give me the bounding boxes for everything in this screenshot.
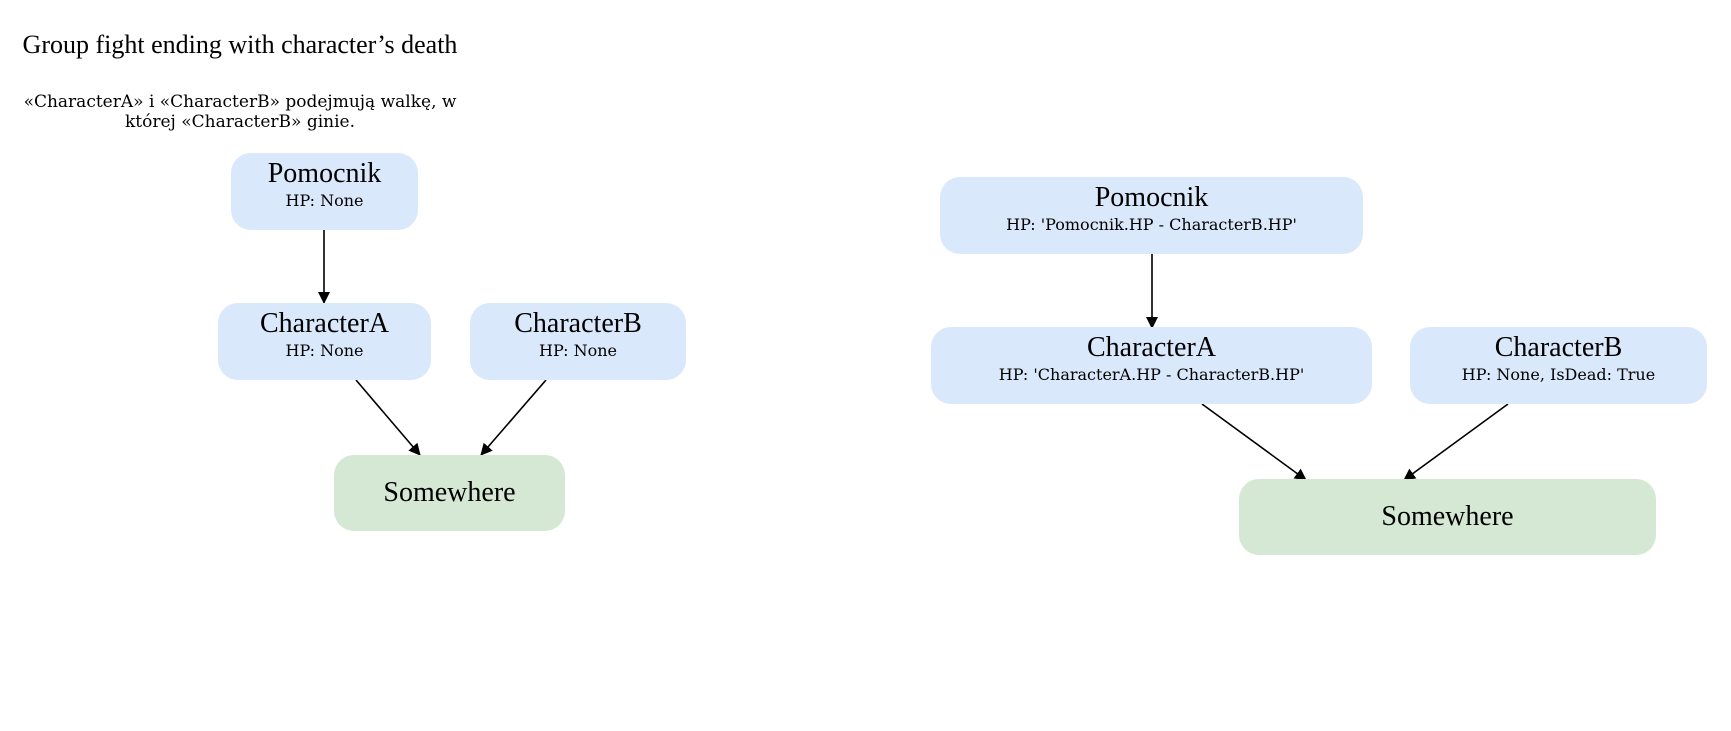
node-name: CharacterB — [1494, 332, 1623, 363]
diagram-title: Group fight ending with character’s deat… — [22, 30, 458, 59]
node-attr: HP: None — [285, 341, 364, 360]
node-name: CharacterA — [259, 308, 390, 339]
node-before-character-b: CharacterB HP: None — [470, 303, 686, 380]
edge-after-character-a-to-somewhere — [1201, 403, 1307, 481]
node-after-somewhere: Somewhere — [1239, 479, 1656, 555]
node-after-pomocnik: Pomocnik HP: 'Pomocnik.HP - CharacterB.H… — [940, 177, 1363, 254]
node-after-character-b: CharacterB HP: None, IsDead: True — [1410, 327, 1707, 404]
node-name: CharacterA — [1086, 332, 1217, 363]
node-attr: HP: 'CharacterA.HP - CharacterB.HP' — [998, 365, 1305, 384]
node-name: Pomocnik — [267, 158, 382, 189]
node-attr: HP: None — [285, 191, 364, 210]
node-attr: HP: None — [538, 341, 618, 360]
node-after-character-a: CharacterA HP: 'CharacterA.HP - Characte… — [931, 327, 1372, 404]
edge-before-character-b-to-somewhere — [480, 379, 547, 456]
node-before-pomocnik: Pomocnik HP: None — [231, 153, 418, 230]
node-attr: HP: 'Pomocnik.HP - CharacterB.HP' — [1006, 215, 1297, 234]
node-name: Somewhere — [383, 477, 516, 508]
edge-after-character-b-to-somewhere — [1403, 403, 1509, 481]
node-before-character-a: CharacterA HP: None — [218, 303, 431, 380]
node-attr: HP: None, IsDead: True — [1461, 365, 1656, 384]
diagram-subtitle: «CharacterA» i «CharacterB» podejmują wa… — [23, 92, 457, 132]
node-name: CharacterB — [514, 308, 642, 339]
node-name: Pomocnik — [1094, 182, 1209, 213]
node-name: Somewhere — [1381, 501, 1514, 532]
node-before-somewhere: Somewhere — [334, 455, 565, 531]
edge-before-character-a-to-somewhere — [355, 379, 421, 456]
